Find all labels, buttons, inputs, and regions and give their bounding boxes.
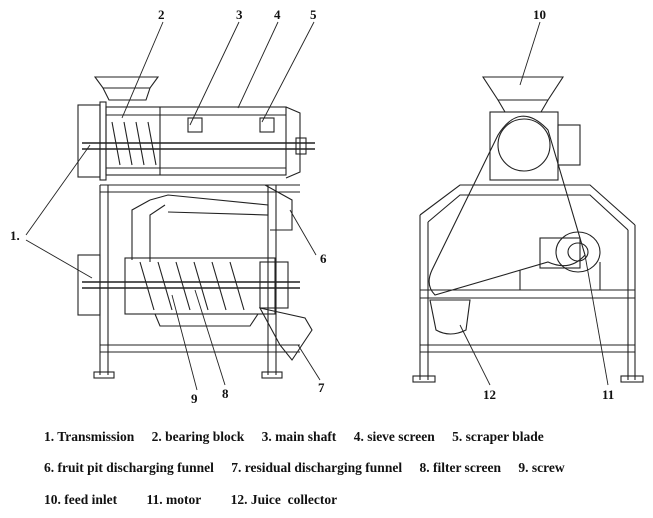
- callout-3: 3: [236, 7, 243, 22]
- legend-row-2: 6. fruit pit discharging funnel 7. resid…: [44, 460, 565, 476]
- legend-row-1: 1. Transmission 2. bearing block 3. main…: [44, 429, 544, 445]
- callout-7: 7: [318, 380, 325, 395]
- callout-1: 1.: [10, 228, 20, 243]
- callout-5: 5: [310, 7, 317, 22]
- callout-6: 6: [320, 251, 327, 266]
- callout-8: 8: [222, 386, 229, 401]
- legend-item-residual-funnel: 7. residual discharging funnel: [231, 460, 403, 475]
- legend-item-sieve-screen: 4. sieve screen: [353, 429, 435, 444]
- legend-item-juice-collector: 12. Juice collector: [230, 492, 338, 507]
- callout-2: 2: [158, 7, 165, 22]
- callout-9: 9: [191, 391, 198, 406]
- legend-item-bearing-block: 2. bearing block: [151, 429, 245, 444]
- legend-item-feed-inlet: 10. feed inlet: [44, 492, 118, 507]
- legend-item-fruit-pit-funnel: 6. fruit pit discharging funnel: [44, 460, 214, 475]
- legend-row-3: 10. feed inlet 11. motor 12. Juice colle…: [44, 492, 363, 508]
- legend-item-main-shaft: 3. main shaft: [261, 429, 337, 444]
- legend-item-motor: 11. motor: [146, 492, 202, 507]
- legend-item-screw: 9. screw: [518, 460, 565, 475]
- callout-4: 4: [274, 7, 281, 22]
- callout-12: 12: [483, 387, 496, 402]
- legend-item-filter-screen: 8. filter screen: [419, 460, 502, 475]
- end-view: [412, 76, 644, 383]
- callout-10: 10: [533, 7, 546, 22]
- callout-11: 11: [602, 387, 614, 402]
- leader-lines: [25, 21, 609, 391]
- legend-item-transmission: 1. Transmission: [44, 429, 135, 444]
- legend-item-scraper-blade: 5. scraper blade: [452, 429, 544, 444]
- side-view: [77, 76, 315, 379]
